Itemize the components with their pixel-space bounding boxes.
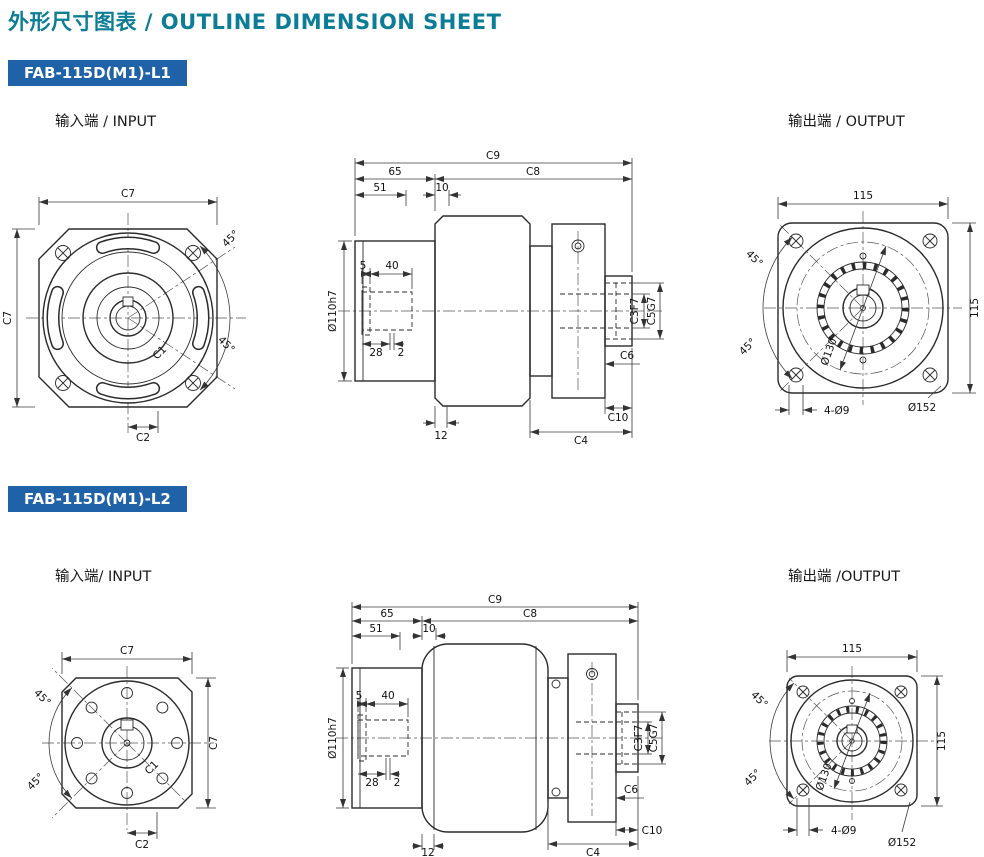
- dim-51-label: 51: [373, 182, 386, 194]
- dim-c7-side-label: C7: [2, 311, 14, 325]
- dim-input-dia-label: Ø110h7: [327, 717, 339, 759]
- dim-angle-bottom-label: 45°: [215, 334, 237, 356]
- gearbox-outline: [351, 643, 639, 833]
- dim-65-label: 65: [388, 166, 401, 178]
- dim-115-top-label: 115: [842, 643, 862, 655]
- dim-c3-label: C3F7: [629, 298, 641, 325]
- dim-c10-label: C10: [642, 825, 663, 837]
- dim-28-label: 28: [369, 347, 382, 359]
- dim-40-label: 40: [385, 260, 398, 272]
- dim-c2-label: C2: [136, 432, 150, 444]
- dim-c9-label: C9: [488, 594, 502, 606]
- dim-10-label: 10: [422, 623, 435, 635]
- dimensions: C9 65 C8 51 10 Ø110h7 5 40 28 2: [327, 594, 666, 857]
- side-view-drawing-l1: C9 65 C8 51 10 Ø110h7 5 40 28 2: [327, 150, 664, 446]
- hidden-bore-lines: [361, 282, 632, 340]
- centerlines: [42, 666, 214, 830]
- dim-outer-dia-label: Ø152: [888, 837, 916, 849]
- dim-65-label: 65: [380, 608, 393, 620]
- dim-c8-label: C8: [526, 166, 540, 178]
- input-view-drawing-l1: C7 C7 C2 C1 45° 45°: [2, 188, 246, 444]
- model-badge-l1: FAB-115D(M1)-L1: [8, 60, 187, 86]
- dim-c4-label: C4: [574, 435, 588, 446]
- dim-holes-label: 4-Ø9: [824, 405, 849, 417]
- output-side-label-l2: 输出端 /OUTPUT: [788, 569, 901, 585]
- dim-c2-label: C2: [135, 839, 149, 851]
- dim-input-dia-label: Ø110h7: [327, 290, 339, 332]
- gearbox-outline: [354, 215, 633, 407]
- dim-c5-label: C5G7: [648, 724, 660, 753]
- model-badge-l2: FAB-115D(M1)-L2: [8, 486, 187, 512]
- dim-c5-label: C5G7: [646, 297, 658, 326]
- dim-c3-label: C3F7: [633, 725, 645, 752]
- dim-c4-label: C4: [586, 847, 600, 857]
- dim-12-label: 12: [434, 430, 447, 442]
- dim-40-label: 40: [381, 690, 394, 702]
- dim-2-label: 2: [398, 347, 405, 359]
- dim-c8-label: C8: [523, 608, 537, 620]
- dim-115-side-label: 115: [969, 298, 981, 318]
- dim-c9-label: C9: [486, 150, 500, 162]
- output-view-drawing-l1: 115 115 45° 45° Ø130 4-Ø9 Ø152: [740, 190, 981, 417]
- dim-c1-label: C1: [151, 344, 169, 362]
- dim-51-label: 51: [369, 623, 382, 635]
- dim-outer-dia-label: Ø152: [908, 402, 936, 414]
- dim-12-label: 12: [421, 847, 434, 857]
- dim-bolt-circle-label: Ø130: [814, 762, 835, 793]
- output-side-label-l1: 输出端 / OUTPUT: [788, 114, 905, 130]
- flange-outline: [61, 677, 193, 809]
- dim-angle-top-label: 45°: [743, 248, 765, 270]
- dim-c6-label: C6: [624, 784, 638, 796]
- flange-outline: [38, 228, 218, 408]
- input-side-label-l1: 输入端 / INPUT: [55, 114, 156, 130]
- dim-bolt-circle-label: Ø130: [819, 337, 840, 368]
- dim-holes-label: 4-Ø9: [831, 825, 856, 837]
- dim-c7-side-label: C7: [208, 736, 220, 750]
- dim-angle-top-label: 45°: [31, 687, 53, 709]
- centerlines: [338, 231, 662, 391]
- dim-angle-top-label: 45°: [220, 228, 242, 250]
- output-view-drawing-l2: 115 115 45° 45° Ø130 4-Ø9 Ø152: [745, 643, 948, 849]
- centerlines: [336, 662, 662, 816]
- dimensions: C7 C7 C2 C1 45° 45°: [25, 645, 220, 851]
- input-view-drawing-l2: C7 C7 C2 C1 45° 45°: [25, 645, 220, 851]
- dim-angle-bottom-label: 45°: [745, 767, 764, 789]
- dim-c6-label: C6: [620, 350, 634, 362]
- hidden-bore-lines: [357, 711, 638, 765]
- dim-115-side-label: 115: [936, 731, 948, 751]
- dim-angle-top-label: 45°: [748, 689, 770, 711]
- input-side-label-l2: 输入端/ INPUT: [55, 569, 152, 585]
- dim-c7-top-label: C7: [121, 188, 135, 200]
- page-title: 外形尺寸图表 / OUTLINE DIMENSION SHEET: [8, 10, 502, 34]
- dim-5-label: 5: [360, 260, 367, 272]
- dim-c7-top-label: C7: [120, 645, 134, 657]
- dim-10-label: 10: [435, 182, 448, 194]
- dim-5-label: 5: [356, 690, 363, 702]
- centerlines: [769, 666, 941, 820]
- dim-angle-bottom-label: 45°: [25, 771, 47, 793]
- dimensions: C9 65 C8 51 10 Ø110h7 5 40 28 2: [327, 150, 664, 446]
- dim-angle-bottom-label: 45°: [740, 336, 759, 358]
- dim-2-label: 2: [394, 777, 401, 789]
- dim-c10-label: C10: [608, 412, 629, 424]
- side-view-drawing-l2: C9 65 C8 51 10 Ø110h7 5 40 28 2: [327, 594, 666, 857]
- dim-28-label: 28: [365, 777, 378, 789]
- dim-115-top-label: 115: [853, 190, 873, 202]
- dimensions: 115 115 45° 45° Ø130 4-Ø9 Ø152: [740, 190, 981, 417]
